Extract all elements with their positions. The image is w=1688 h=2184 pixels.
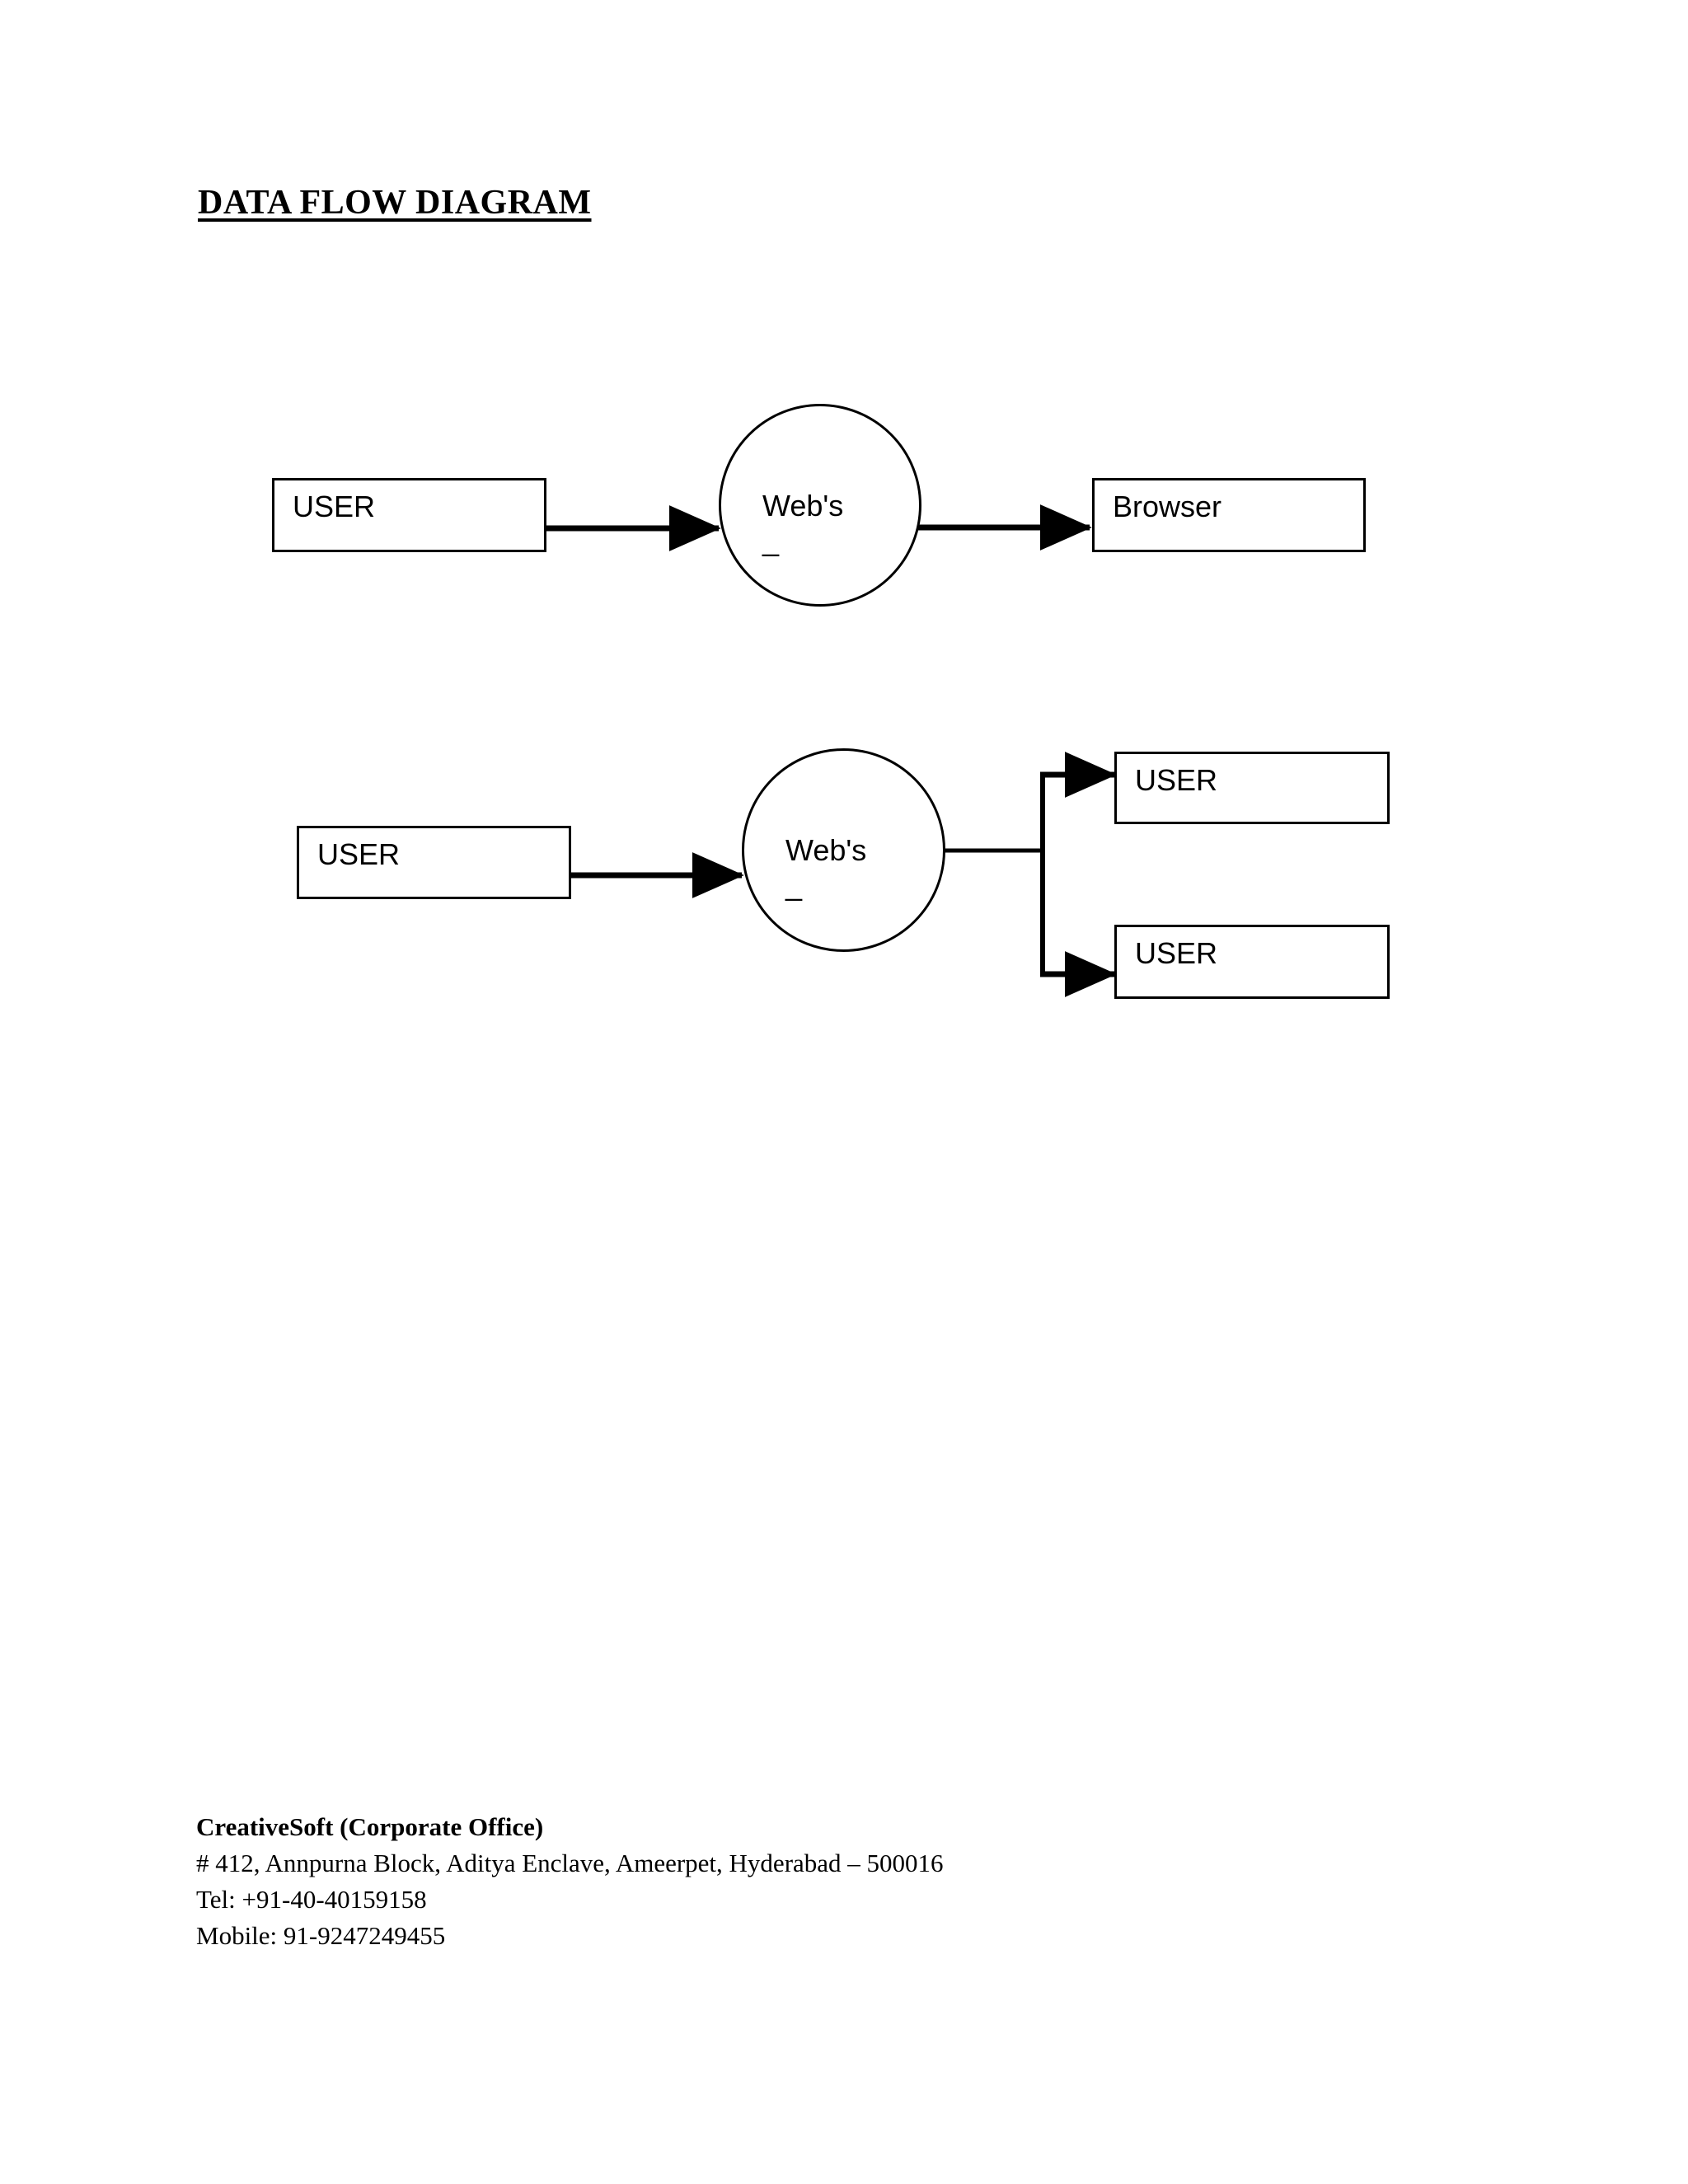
dfd2-process-web-label: Web's	[785, 833, 867, 867]
dfd2-process-web: Web's _	[742, 748, 945, 952]
dfd1-entity-user-label: USER	[293, 490, 376, 523]
dfd2-process-web-sublabel: _	[785, 868, 803, 902]
dfd2-entity-user-source-label: USER	[317, 837, 401, 871]
footer-telephone: Tel: +91-40-40159158	[196, 1885, 427, 1914]
dfd1-entity-browser: Browser	[1092, 478, 1366, 552]
dfd1-process-web: Web's _	[719, 404, 921, 607]
dfd2-entity-user-bottom-label: USER	[1135, 936, 1218, 970]
footer-mobile: Mobile: 91-9247249455	[196, 1921, 446, 1950]
dfd2-entity-user-top: USER	[1114, 752, 1390, 824]
dfd2-entity-user-source: USER	[297, 826, 571, 899]
dfd1-process-web-label: Web's	[762, 489, 844, 523]
dfd2-entity-user-bottom: USER	[1114, 925, 1390, 999]
footer-block: CreativeSoft (Corporate Office) # 412, A…	[196, 1809, 944, 1954]
dfd1-entity-user: USER	[272, 478, 546, 552]
dfd2-entity-user-top-label: USER	[1135, 763, 1218, 797]
footer-address: # 412, Annpurna Block, Aditya Enclave, A…	[196, 1849, 944, 1877]
dfd1-entity-browser-label: Browser	[1113, 490, 1222, 523]
footer-company-name: CreativeSoft (Corporate Office)	[196, 1812, 544, 1841]
page-title: DATA FLOW DIAGRAM	[198, 184, 592, 222]
dfd1-process-web-sublabel: _	[762, 523, 780, 557]
flow-branch-bus	[945, 775, 1045, 974]
